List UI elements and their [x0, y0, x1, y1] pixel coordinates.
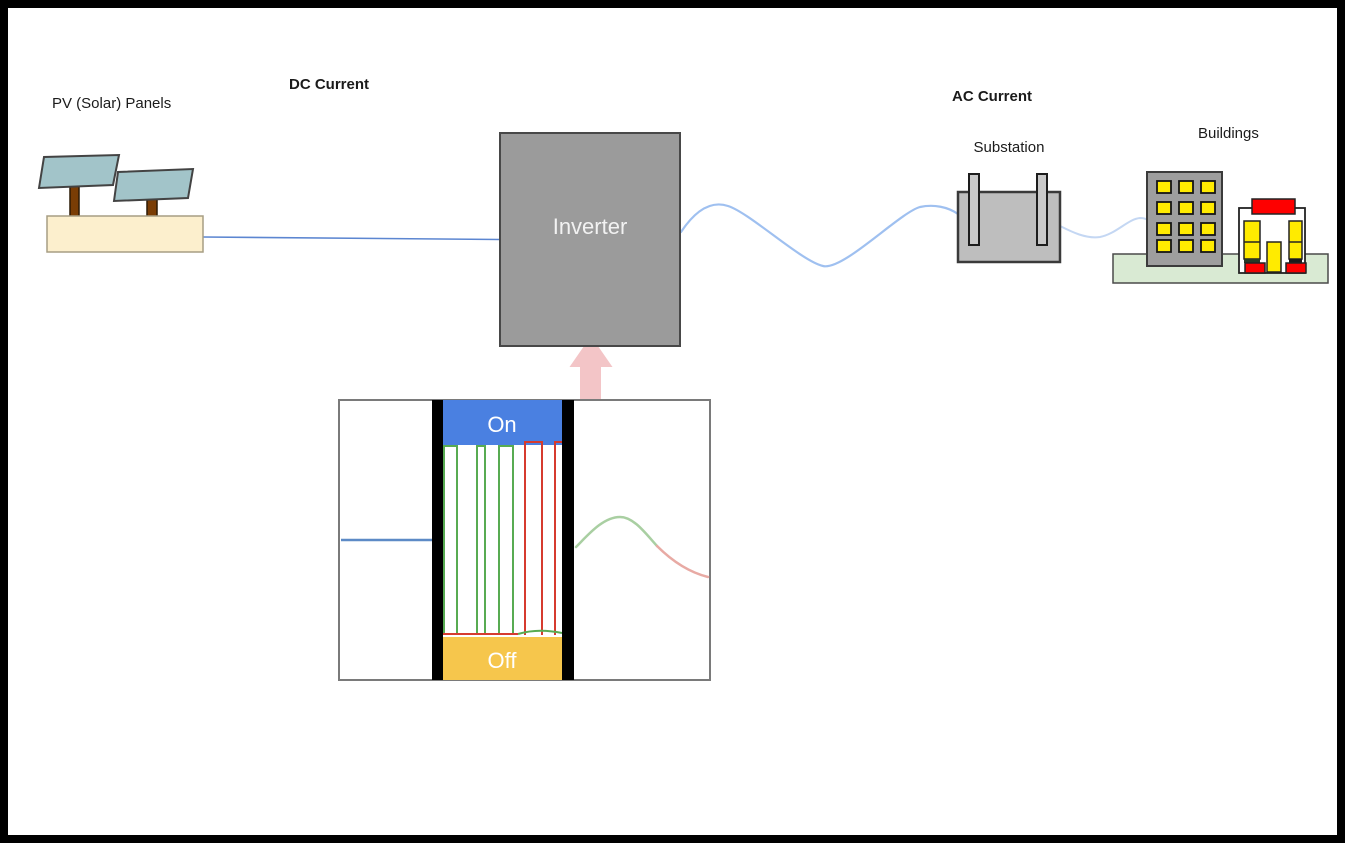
on-bar [443, 400, 562, 445]
solar-base [46, 215, 204, 253]
ac-wave [679, 203, 960, 268]
pv-panels-label: PV (Solar) Panels [52, 95, 172, 112]
pwm-detail-box: On Off [338, 399, 711, 681]
inverter-box: Inverter [499, 132, 681, 347]
ac-wave-small [1059, 216, 1150, 239]
buildings-icon [1112, 171, 1329, 284]
switch-rail-right [562, 400, 574, 680]
solar-post-right [146, 198, 158, 218]
dc-line [202, 236, 501, 241]
buildings-label: Buildings [1198, 125, 1259, 142]
office-windows [1156, 180, 1216, 253]
substation-post-right [1036, 173, 1048, 246]
up-arrow-icon [569, 336, 613, 414]
solar-panel-left [37, 153, 121, 190]
substation-post-left [968, 173, 980, 246]
solar-panel-right [112, 167, 195, 203]
substation-icon [956, 173, 1062, 264]
store-building [1238, 198, 1307, 274]
off-label: Off [488, 648, 518, 673]
substation-label: Substation [973, 139, 1045, 156]
ac-current-label: AC Current [952, 88, 1033, 105]
on-label: On [487, 412, 516, 437]
solar-panels-icon [37, 153, 204, 253]
store-sign [1251, 198, 1296, 215]
dc-current-label: DC Current [289, 76, 370, 93]
inverter-label: Inverter [553, 214, 628, 239]
inverter-rect [499, 132, 681, 347]
switch-rail-left [432, 400, 443, 680]
off-bar [443, 637, 562, 680]
solar-post-left [69, 185, 80, 218]
output-wave [574, 515, 710, 579]
